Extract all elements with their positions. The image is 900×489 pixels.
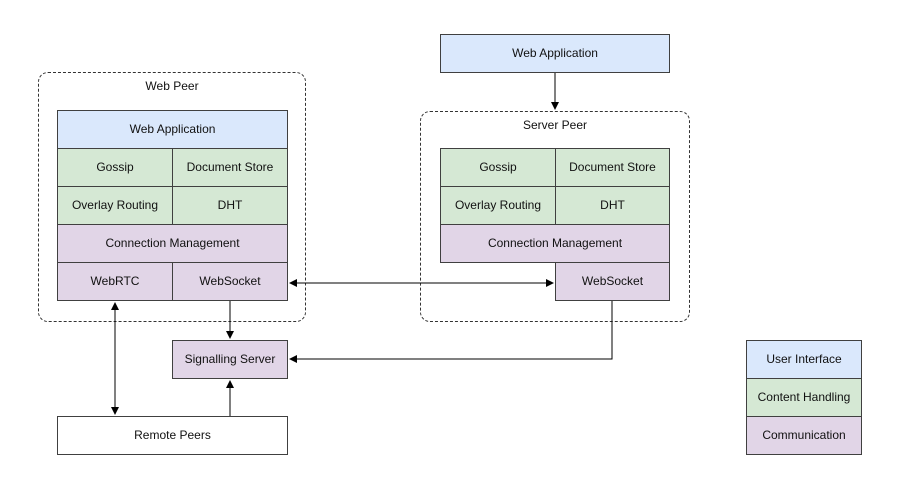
web-peer-dht: DHT — [172, 186, 288, 225]
legend-communication: Communication — [746, 416, 862, 455]
server-peer-connection-management: Connection Management — [440, 224, 670, 263]
arrow-server-websocket-to-signalling — [289, 301, 613, 363]
server-peer-document-store: Document Store — [555, 148, 670, 187]
web-peer-group: Web Peer — [38, 72, 306, 322]
external-web-application: Web Application — [440, 34, 670, 73]
legend-content-handling: Content Handling — [746, 378, 862, 417]
server-peer-title: Server Peer — [522, 118, 588, 132]
web-peer-websocket: WebSocket — [172, 262, 288, 301]
web-peer-web-application: Web Application — [57, 110, 288, 149]
server-peer-overlay-routing: Overlay Routing — [440, 186, 556, 225]
signalling-server: Signalling Server — [172, 340, 288, 379]
web-peer-title: Web Peer — [145, 79, 199, 93]
web-peer-connection-management: Connection Management — [57, 224, 288, 263]
web-peer-webrtc: WebRTC — [57, 262, 173, 301]
web-peer-document-store: Document Store — [172, 148, 288, 187]
server-peer-group: Server Peer — [420, 111, 690, 322]
server-peer-websocket: WebSocket — [555, 262, 670, 301]
server-peer-dht: DHT — [555, 186, 670, 225]
remote-peers: Remote Peers — [57, 416, 288, 455]
